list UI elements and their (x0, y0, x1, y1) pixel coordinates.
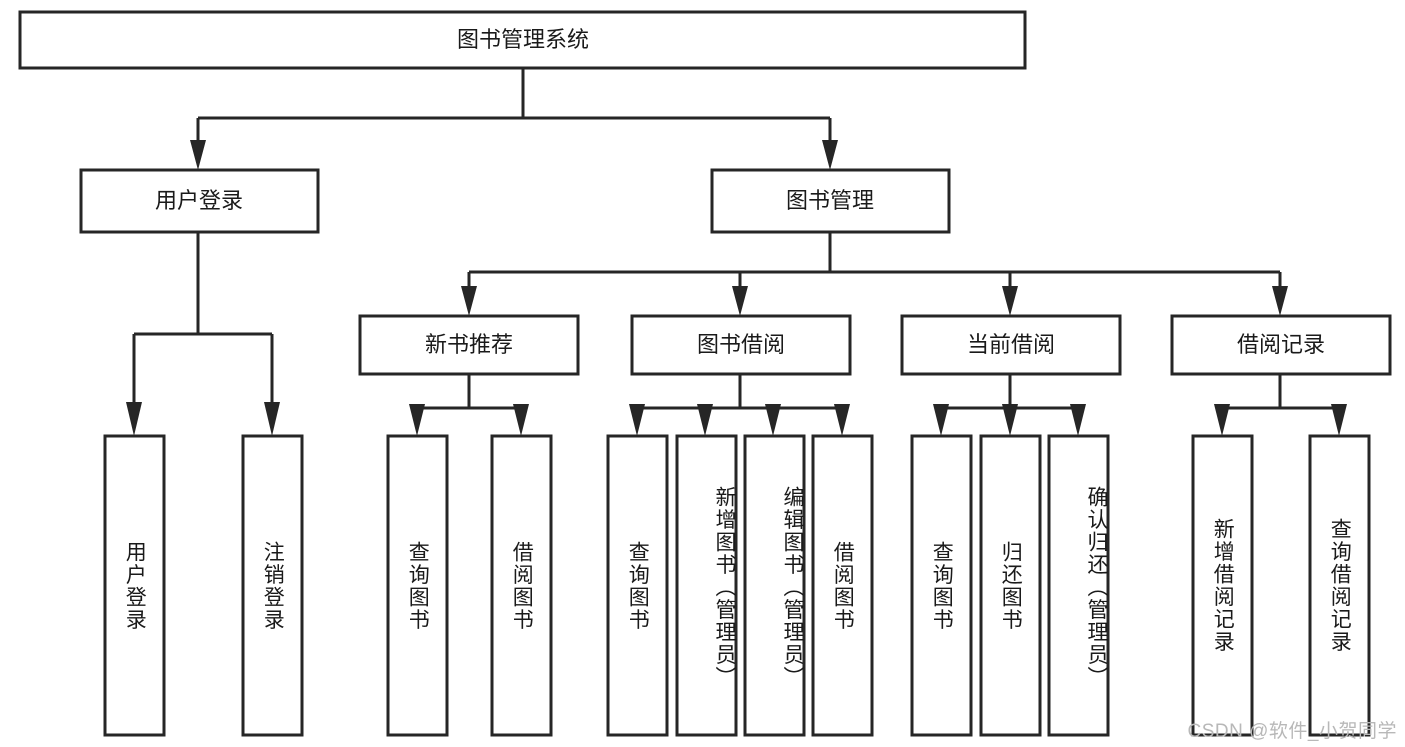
node-borrow-record[interactable]: 借阅记录 (1170, 314, 1392, 376)
node-leaf-query-record-box[interactable] (1308, 434, 1371, 737)
node-current-borrow-box[interactable] (900, 314, 1122, 376)
node-user-login[interactable]: 用户登录 (79, 168, 320, 234)
connector-layer (126, 68, 1347, 436)
arrow-bb-to-leaf2 (697, 404, 713, 436)
node-book-borrow[interactable]: 图书借阅 (630, 314, 852, 376)
node-book-manage[interactable]: 图书管理 (710, 168, 951, 234)
arrow-bm-to-bookborrow (732, 286, 748, 316)
node-root-label: 图书管理系统 (457, 27, 589, 52)
arrow-br-to-leaf1 (1214, 404, 1230, 436)
arrow-root-to-book-manage (822, 140, 838, 170)
node-leaf-borrow-book-2-box[interactable] (811, 434, 874, 737)
node-borrow-record-box[interactable] (1170, 314, 1392, 376)
arrow-user-login-to-leaf1 (126, 402, 142, 436)
arrow-cb-to-leaf2 (1002, 404, 1018, 436)
node-leaf-return-book-box[interactable] (979, 434, 1042, 737)
node-new-book-recommend[interactable]: 新书推荐 (358, 314, 580, 376)
node-leaf-edit-book-box[interactable] (743, 434, 806, 737)
node-leaf-query-book-3-box[interactable] (910, 434, 973, 737)
arrow-bm-to-newbook (461, 286, 477, 316)
node-current-borrow-label: 当前借阅 (967, 332, 1055, 357)
node-root-box[interactable] (18, 10, 1027, 70)
node-new-book-recommend-label: 新书推荐 (425, 332, 513, 357)
node-user-login-label: 用户登录 (155, 188, 243, 213)
node-new-book-recommend-box[interactable] (358, 314, 580, 376)
arrow-user-login-to-leaf2 (264, 402, 280, 436)
node-leaf-query-book-2-box[interactable] (606, 434, 669, 737)
node-book-manage-label: 图书管理 (786, 188, 874, 213)
node-leaf-add-book-box[interactable] (675, 434, 738, 737)
arrow-bm-to-currentborrow (1002, 286, 1018, 316)
node-leaf-user-login-box[interactable] (103, 434, 166, 737)
node-leaf-borrow-book-1-box[interactable] (490, 434, 553, 737)
node-leaf-query-book-1-box[interactable] (386, 434, 449, 737)
node-current-borrow[interactable]: 当前借阅 (900, 314, 1122, 376)
node-leaf-confirm-return-box[interactable] (1047, 434, 1110, 737)
node-book-borrow-box[interactable] (630, 314, 852, 376)
arrow-newbook-to-leaf2 (513, 404, 529, 436)
node-root[interactable]: 图书管理系统 (18, 10, 1027, 70)
arrow-newbook-to-leaf1 (409, 404, 425, 436)
arrow-br-to-leaf2 (1331, 404, 1347, 436)
arrow-bb-to-leaf1 (629, 404, 645, 436)
node-book-borrow-label: 图书借阅 (697, 332, 785, 357)
node-book-manage-box[interactable] (710, 168, 951, 234)
csdn-watermark: CSDN @软件_小贺同学 (1187, 721, 1397, 742)
arrow-bb-to-leaf4 (834, 404, 850, 436)
node-leaf-add-record-box[interactable] (1191, 434, 1254, 737)
arrow-bb-to-leaf3 (765, 404, 781, 436)
arrow-cb-to-leaf3 (1070, 404, 1086, 436)
node-borrow-record-label: 借阅记录 (1237, 332, 1325, 357)
node-layer: 图书管理系统 用户登录 图书管理 新书推荐 图书借阅 当前 (18, 10, 1392, 737)
arrow-root-to-user-login (190, 140, 206, 170)
node-user-login-box[interactable] (79, 168, 320, 234)
arrow-cb-to-leaf1 (933, 404, 949, 436)
node-leaf-logout-box[interactable] (241, 434, 304, 737)
arrow-bm-to-borrowrecord (1272, 286, 1288, 316)
